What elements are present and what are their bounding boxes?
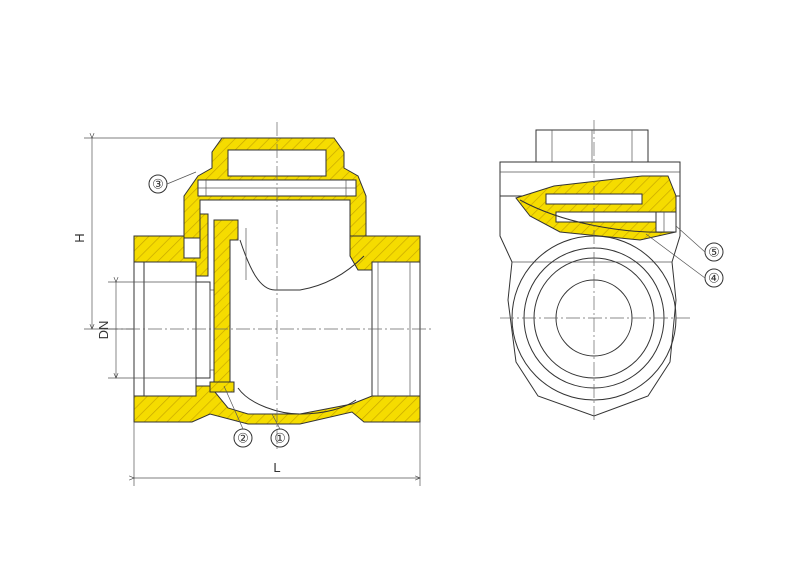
callout-1: ① <box>270 413 290 448</box>
swing-disc <box>213 219 239 389</box>
svg-text:③: ③ <box>152 177 164 192</box>
dimension-height: H <box>72 138 222 329</box>
height-label: H <box>72 233 87 242</box>
svg-text:②: ② <box>237 431 249 446</box>
callout-2: ② <box>223 385 253 448</box>
section-view <box>104 122 432 450</box>
end-view <box>499 120 692 420</box>
callout-4: ④ <box>645 233 724 288</box>
dimension-dn: DN <box>96 282 196 378</box>
callout-5: ⑤ <box>675 225 724 262</box>
svg-text:⑤: ⑤ <box>708 245 720 260</box>
dimension-length: L <box>134 422 420 486</box>
cover-section <box>515 175 677 241</box>
svg-text:④: ④ <box>708 271 720 286</box>
length-label: L <box>273 460 280 475</box>
dn-label: DN <box>96 321 111 340</box>
svg-text:①: ① <box>274 431 286 446</box>
callout-3: ③ <box>148 171 197 194</box>
